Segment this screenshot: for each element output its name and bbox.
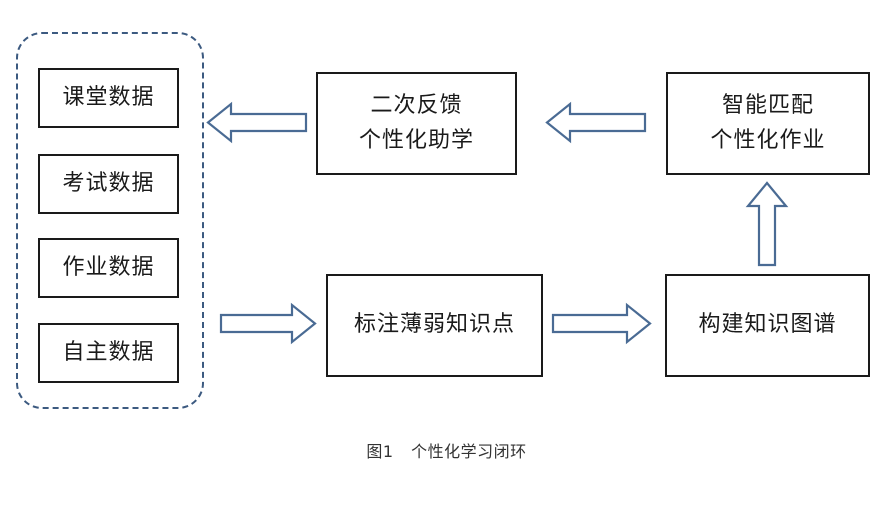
knowledge-graph-label: 构建知识图谱 <box>698 312 837 338</box>
arrow-right-to-mark-icon <box>219 302 317 345</box>
secondary-feedback-box: 二次反馈 个性化助学 <box>316 72 517 175</box>
homework-data-label: 作业数据 <box>62 254 155 280</box>
secondary-feedback-line2: 个性化助学 <box>358 127 474 153</box>
arrow-left-to-feedback-icon <box>545 101 647 144</box>
smart-match-box: 智能匹配 个性化作业 <box>666 72 870 175</box>
knowledge-graph-box: 构建知识图谱 <box>665 274 870 377</box>
mark-weak-points-box: 标注薄弱知识点 <box>326 274 543 377</box>
data-sources-group <box>16 32 204 409</box>
figure-title: 个性化学习闭环 <box>411 442 527 461</box>
smart-match-line2: 个性化作业 <box>710 127 826 153</box>
figure-number: 图1 <box>366 442 394 461</box>
exam-data-box: 考试数据 <box>38 154 179 214</box>
mark-weak-points-label: 标注薄弱知识点 <box>353 312 515 338</box>
arrow-up-to-match-icon <box>745 181 789 267</box>
classroom-data-label: 课堂数据 <box>62 84 155 110</box>
self-study-data-label: 自主数据 <box>62 339 155 365</box>
self-study-data-box: 自主数据 <box>38 323 179 383</box>
exam-data-label: 考试数据 <box>62 170 155 196</box>
classroom-data-box: 课堂数据 <box>38 68 179 128</box>
arrow-right-to-graph-icon <box>551 302 652 345</box>
secondary-feedback-line1: 二次反馈 <box>370 93 463 119</box>
homework-data-box: 作业数据 <box>38 238 179 298</box>
figure-caption: 图1 个性化学习闭环 <box>0 438 893 462</box>
smart-match-line1: 智能匹配 <box>721 93 814 119</box>
arrow-left-to-sources-icon <box>206 101 308 144</box>
